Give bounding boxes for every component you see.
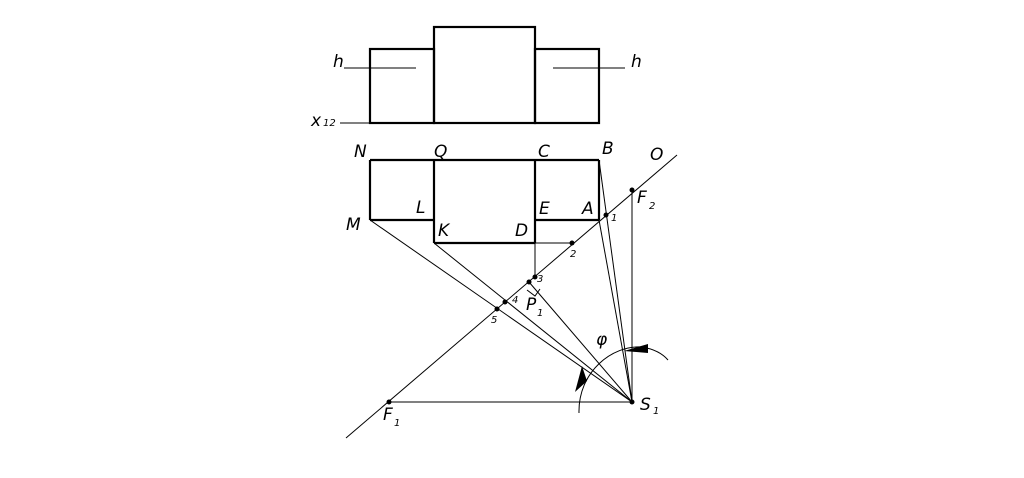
label-F2: F [637,188,647,208]
label-B: B [602,139,614,159]
label-L: L [416,198,425,218]
point-2 [569,240,575,246]
label-O: O [650,145,663,165]
label-x-axis: x [310,111,322,131]
label-point-1: 1 [611,213,617,224]
front-view [340,25,625,125]
label-F1: F [383,405,393,425]
picture-plane-trace [345,154,678,439]
perpendicular-S1-P1 [528,281,633,403]
label-K: K [438,221,451,241]
point-5 [494,306,500,312]
front-left-block [368,47,436,125]
label-S1: S [640,395,651,415]
point-1 [603,212,609,218]
label-M: M [346,215,361,235]
phi-arrow-left [575,366,587,392]
front-center-block [432,25,537,125]
angle-phi [575,344,669,414]
ray-K-S1 [433,242,633,403]
label-A: A [581,199,594,219]
label-Q: Q [434,142,447,162]
label-S1-sub: 1 [653,406,659,417]
point-3 [532,274,538,280]
point-S1 [629,399,635,405]
label-F2-sub: 2 [649,201,655,212]
label-phi: φ [596,330,608,350]
right-angle-mark [526,288,541,297]
label-x-axis-sub: 12 [323,118,336,129]
label-P1: P [526,295,537,315]
phi-arrow-right [624,344,648,353]
ray-A-S1 [598,219,633,403]
label-C: C [538,142,550,162]
label-point-5: 5 [491,315,497,326]
plan-view [368,158,601,245]
label-h-right: h [631,52,642,72]
label-F1-sub: 1 [394,418,400,429]
label-E: E [539,199,550,219]
point-P1 [526,279,532,285]
label-point-4: 4 [512,295,518,306]
points [386,187,635,405]
label-h-left: h [333,52,344,72]
point-F2 [629,187,635,193]
front-right-block [533,47,601,125]
label-point-3: 3 [537,274,543,285]
label-point-2: 2 [570,249,576,260]
point-F1 [386,399,392,405]
label-P1-sub: 1 [537,308,543,319]
label-D: D [515,221,528,241]
point-4 [502,299,508,305]
construction-lines [345,154,678,439]
ray-M-S1 [369,219,633,403]
label-N: N [354,142,367,162]
ray-B-S1 [598,159,633,403]
